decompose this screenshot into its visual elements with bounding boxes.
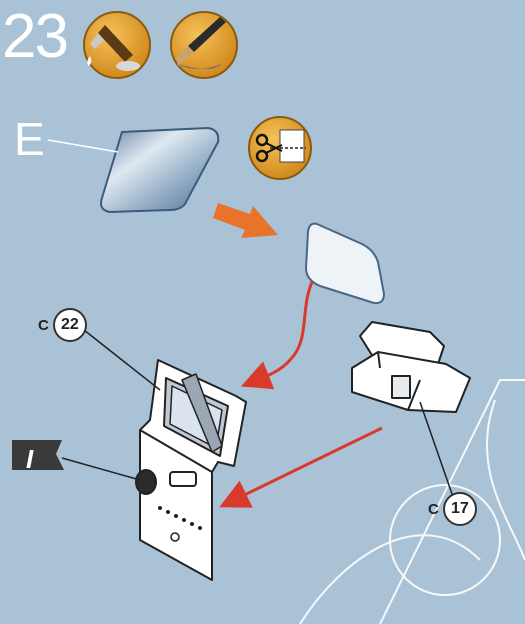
scissors-icon bbox=[249, 117, 311, 179]
flag-leader bbox=[62, 458, 140, 480]
callout-prefix: C bbox=[38, 317, 49, 334]
cut-glass-piece bbox=[306, 224, 384, 303]
glue-brush-icon bbox=[84, 12, 150, 78]
watermark bbox=[300, 380, 525, 624]
red-arrow-lower bbox=[230, 428, 382, 502]
red-arrow-upper bbox=[252, 282, 312, 382]
paint-brush-icon bbox=[171, 12, 237, 78]
callout-22-leader bbox=[84, 330, 160, 390]
callout-number: 17 bbox=[443, 492, 477, 526]
orange-arrow bbox=[213, 203, 278, 238]
bracket-part bbox=[352, 322, 470, 412]
door-panel bbox=[136, 360, 246, 580]
part-e-leader bbox=[48, 140, 118, 152]
callout-prefix: C bbox=[428, 501, 439, 518]
flag-shape bbox=[12, 440, 64, 470]
callout-c22: C 22 bbox=[38, 308, 87, 342]
part-e-glass bbox=[101, 128, 218, 212]
part-letter: E bbox=[14, 116, 45, 162]
callout-number: 22 bbox=[53, 308, 87, 342]
callout-17-leader bbox=[420, 402, 452, 494]
callout-c17: C 17 bbox=[428, 492, 477, 526]
step-number: 23 bbox=[2, 6, 67, 68]
flag-label: I bbox=[26, 446, 33, 472]
